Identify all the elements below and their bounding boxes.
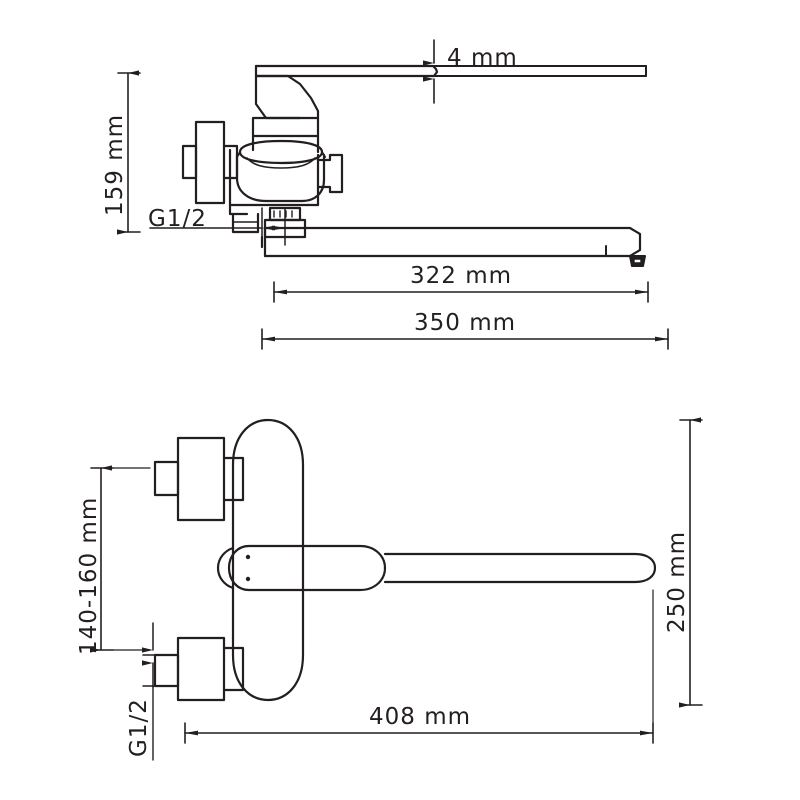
label-250mm: 250 mm [664,531,690,633]
dimension-g12-top [149,207,381,246]
front-view-eccentric-upper [153,436,245,522]
dimension-350mm [261,328,669,350]
side-view-spout [260,226,642,258]
label-159mm: 159 mm [102,114,128,216]
label-408mm: 408 mm [369,704,471,730]
dimension-4mm [423,39,447,104]
label-4mm: 4 mm [447,45,518,71]
label-g12-bottom: G1/2 [126,698,152,757]
side-view-lever-handle [254,64,647,120]
side-view-mixer-body [235,139,326,203]
dimension-322mm [273,281,649,303]
front-view-lever-pivot [216,546,235,590]
label-g12-top: G1/2 [148,206,207,232]
label-322mm: 322 mm [410,263,512,289]
front-view-body [231,418,305,702]
dimension-g12-bottom [142,622,166,761]
label-350mm: 350 mm [414,310,516,336]
front-view-eccentric-lower [153,636,245,702]
front-view-lever-handle [227,544,657,592]
side-view-aerator [629,255,646,267]
dimension-408mm [184,589,654,744]
side-view-wall-flange-left [181,120,239,205]
dimension-159mm [117,70,141,235]
label-140-160mm: 140-160 mm [76,497,102,655]
dimension-250mm [679,417,703,708]
side-view-cartridge-cap [251,116,320,154]
side-view-outlet-nipple [231,206,307,239]
dimension-140-160mm [90,465,151,653]
side-view-diverter-knob [316,153,344,207]
side-view-body-column [228,148,320,216]
